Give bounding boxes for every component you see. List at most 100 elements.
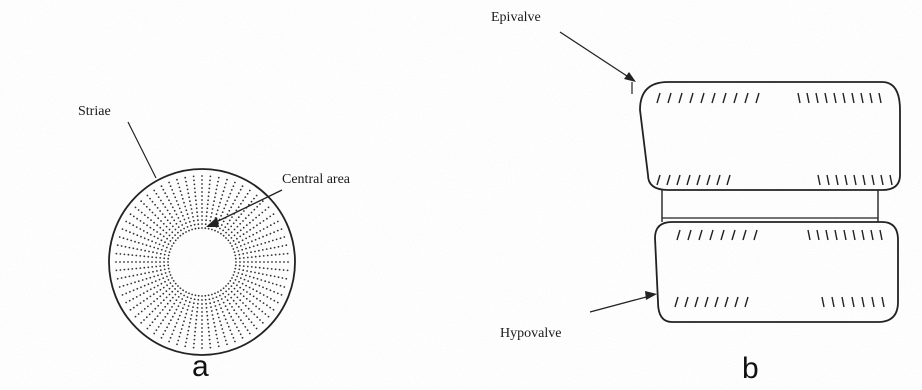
stria-dot [256, 206, 258, 208]
stria-dot [173, 303, 175, 305]
stria-dot [196, 315, 198, 317]
stria-dot [231, 333, 233, 335]
stria-dot [159, 244, 161, 246]
stria-dot [183, 228, 185, 230]
stria-dot [234, 235, 236, 237]
stria-dot [127, 239, 129, 241]
stria-dot [142, 243, 144, 245]
stria-dot [168, 341, 170, 343]
stria-dot [172, 297, 174, 299]
stria-dot [243, 289, 245, 291]
stria-dot [261, 311, 263, 313]
stria-dot [119, 261, 121, 263]
stria-dot [139, 261, 141, 263]
stria-dot [201, 183, 203, 185]
stria-dot [194, 188, 196, 190]
stria-dot [162, 333, 164, 335]
stria-dot [210, 176, 212, 178]
stria-dot [249, 293, 251, 295]
stria-dot [208, 327, 210, 329]
stria-dot [229, 280, 231, 282]
stria-dot [150, 234, 152, 236]
stria-dot [207, 323, 209, 325]
stria-dot [228, 234, 230, 236]
stria-dot [163, 261, 165, 263]
stria-dot [168, 323, 170, 325]
stria-dot [281, 228, 283, 230]
stria-dot [217, 181, 219, 183]
stria-dot [176, 309, 178, 311]
stria-dot [218, 317, 220, 319]
stria-dot [216, 185, 218, 187]
stria-dot [153, 229, 155, 231]
stria-dot [227, 214, 229, 216]
stria-dot [249, 229, 251, 231]
stria-dot [278, 276, 280, 278]
stria-dot [239, 299, 241, 301]
stria-dot [230, 226, 232, 228]
stria-dot [140, 249, 142, 251]
stria-dot [250, 271, 252, 273]
stria-dot [262, 286, 264, 288]
stria-dot [236, 313, 238, 315]
stria-dot [175, 229, 177, 231]
stria-dot [175, 283, 177, 285]
stria-dot [172, 206, 174, 208]
stria-dot [161, 249, 163, 251]
stria-dot [164, 316, 166, 318]
stria-dot [209, 298, 211, 300]
stria-dot [234, 268, 236, 270]
stria-dot [197, 303, 199, 305]
stria-dot [274, 276, 276, 278]
stria-dot [123, 261, 125, 263]
stria-dot [195, 319, 197, 321]
stria-dot [180, 332, 182, 334]
stria-dot [123, 285, 125, 287]
stria-dot [187, 213, 189, 215]
stria-dot [175, 294, 177, 296]
stria-dot [242, 283, 244, 285]
stria-dot [201, 215, 203, 217]
stria-dot [196, 211, 198, 213]
stria-dot [164, 281, 166, 283]
stria-dot [283, 253, 285, 255]
stria-dot [166, 276, 168, 278]
stria-dot [165, 250, 167, 252]
stria-dot [237, 297, 239, 299]
stria-dot [268, 207, 270, 209]
stria-dot [147, 266, 149, 268]
stria-dot [139, 255, 141, 257]
stria-dot [201, 343, 203, 345]
stria-dot [201, 175, 203, 177]
stria-dot [239, 261, 241, 263]
stria-dot [180, 235, 182, 237]
stria-dot [146, 232, 148, 234]
stria-dot [125, 276, 127, 278]
stria-dot [201, 223, 203, 225]
stria-dot [171, 291, 173, 293]
stria-dot [208, 191, 210, 193]
stria-dot [246, 252, 248, 254]
stria-dot [253, 245, 255, 247]
stria-dot [255, 256, 257, 258]
stria-dot [154, 236, 156, 238]
stria-dot [264, 242, 266, 244]
stria-dot [238, 206, 240, 208]
stria-dot [149, 245, 151, 247]
stria-dot [264, 280, 266, 282]
stria-dot [222, 293, 224, 295]
stria-dot [120, 269, 122, 271]
stria-dot [255, 239, 257, 241]
stria-dot [237, 290, 239, 292]
stria-dot [167, 261, 169, 263]
stria-dot [238, 241, 240, 243]
stria-dot [213, 322, 215, 324]
stria-dot [173, 280, 175, 282]
stria-dot [228, 196, 230, 198]
stria-dot [162, 277, 164, 279]
stria-dot [149, 198, 151, 200]
stria-dot [246, 224, 248, 226]
stria-dot [243, 261, 245, 263]
stria-dot [273, 222, 275, 224]
stria-dot [223, 208, 225, 210]
